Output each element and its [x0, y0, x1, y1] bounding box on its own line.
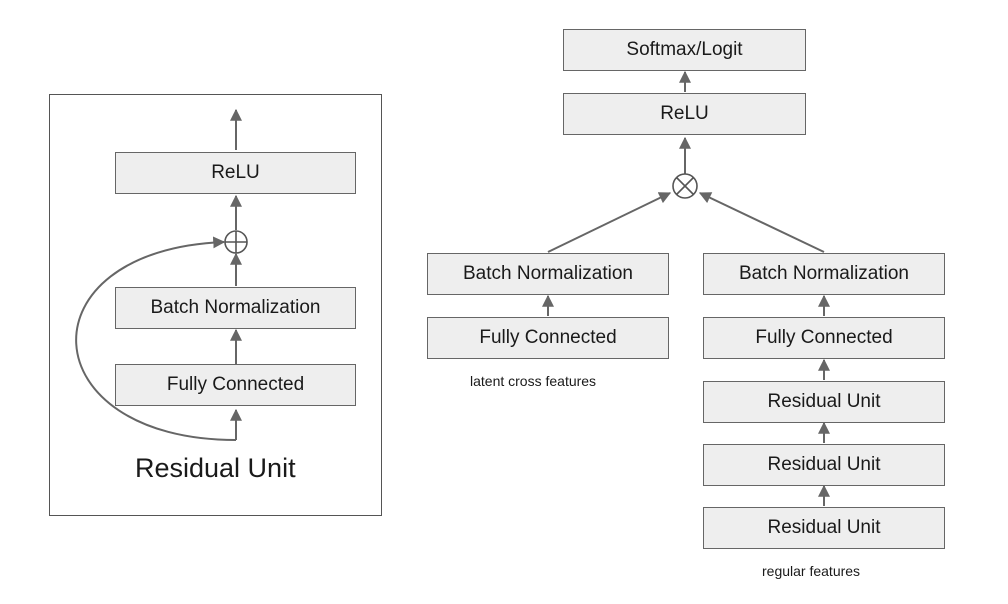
residual-unit-title: Residual Unit [135, 453, 296, 483]
residual-fully-connected-box: Fully Connected [115, 364, 356, 406]
residual-unit-box-2: Residual Unit [703, 444, 945, 486]
residual-batch-norm-box: Batch Normalization [115, 287, 356, 329]
arrow-right-bn-to-product [698, 192, 825, 253]
relu-box: ReLU [563, 93, 806, 135]
regular-features-caption: regular features [762, 563, 861, 579]
softmax-box: Softmax/Logit [563, 29, 806, 71]
arrow-left-bn-to-product [547, 192, 672, 253]
left-batch-norm-box: Batch Normalization [427, 253, 669, 295]
residual-relu-box: ReLU [115, 152, 356, 194]
residual-unit-panel [49, 94, 382, 516]
left-fully-connected-box: Fully Connected [427, 317, 669, 359]
multiply-operator-icon [672, 173, 698, 199]
right-fully-connected-box: Fully Connected [703, 317, 945, 359]
right-batch-norm-box: Batch Normalization [703, 253, 945, 295]
skip-connection-arrow [75, 236, 237, 441]
residual-unit-box-3: Residual Unit [703, 507, 945, 549]
residual-unit-box-1: Residual Unit [703, 381, 945, 423]
latent-cross-features-caption: latent cross features [470, 373, 597, 389]
add-operator-icon [224, 230, 248, 254]
